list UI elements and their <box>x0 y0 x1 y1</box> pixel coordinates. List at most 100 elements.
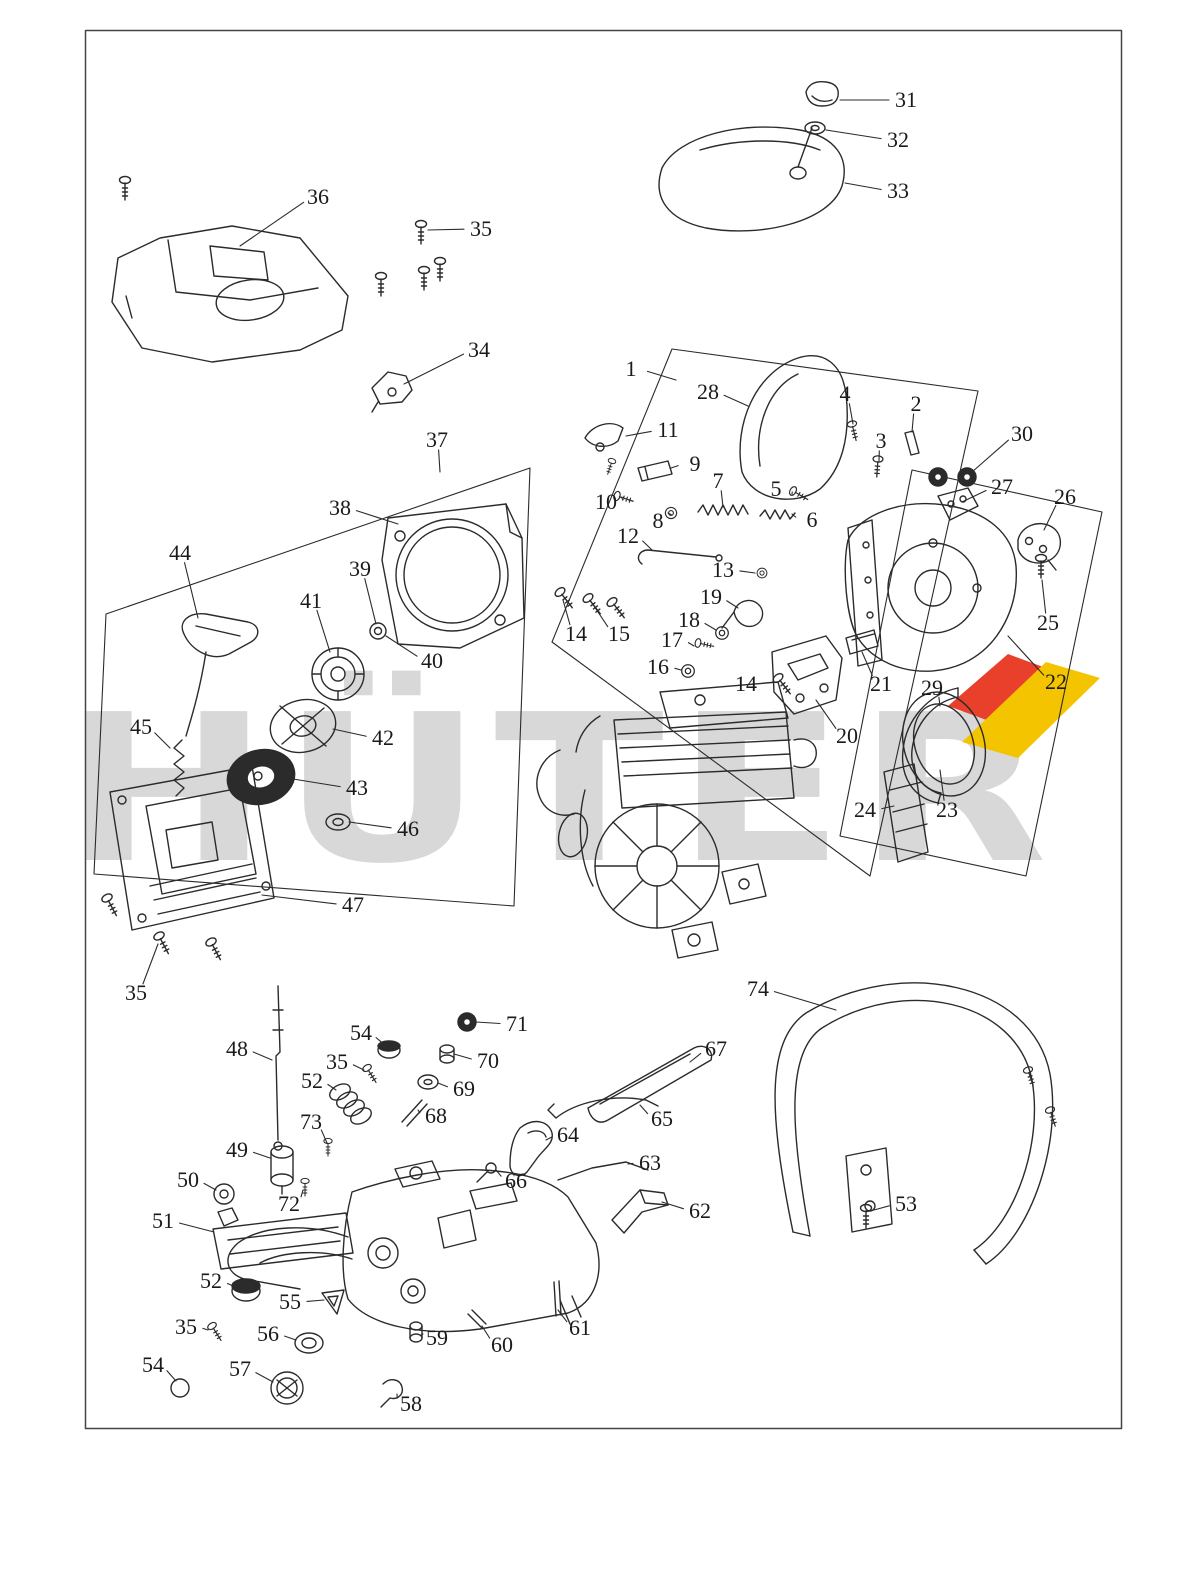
part-callout-66: 66 <box>505 1168 527 1193</box>
part-callout-36: 36 <box>307 184 329 209</box>
part-callout-21: 21 <box>870 671 892 696</box>
part-callout-28: 28 <box>697 379 719 404</box>
pin-2 <box>904 430 920 456</box>
part-callout-60: 60 <box>491 1332 513 1357</box>
part-callout-61: 61 <box>569 1315 591 1340</box>
part-callout-58: 58 <box>400 1391 422 1416</box>
part-callout-39: 39 <box>349 556 371 581</box>
part-callout-71: 71 <box>506 1011 528 1036</box>
part-callout-40: 40 <box>421 648 443 673</box>
part-callout-38: 38 <box>329 495 351 520</box>
part-callout-11: 11 <box>657 417 679 442</box>
hand-guard-28 <box>739 355 848 500</box>
starter-cover-47 <box>109 765 275 931</box>
pin-9 <box>637 460 673 482</box>
part-callout-35: 35 <box>175 1314 197 1339</box>
starter-spring-45 <box>173 739 185 797</box>
washer-69 <box>417 1074 439 1090</box>
part-callout-46: 46 <box>397 816 419 841</box>
bushing-59 <box>409 1321 423 1343</box>
part-callout-57: 57 <box>229 1356 251 1381</box>
part-callout-74: 74 <box>747 976 769 1001</box>
group-box-2 <box>839 469 1103 877</box>
diagram-frame <box>84 29 1123 1430</box>
part-callout-50: 50 <box>177 1167 199 1192</box>
part-callout-49: 49 <box>226 1137 248 1162</box>
part-callout-73: 73 <box>300 1109 322 1134</box>
wire-65 <box>547 1097 659 1119</box>
part-callout-67: 67 <box>705 1036 727 1061</box>
part-callout-7: 7 <box>712 468 724 493</box>
spring-cup-42 <box>269 698 337 754</box>
part-callout-44: 44 <box>169 540 191 565</box>
bracket-34-drawing <box>371 371 413 413</box>
part-callout-48: 48 <box>226 1036 248 1061</box>
part-callout-41: 41 <box>300 588 322 613</box>
clutch-cover-22 <box>844 503 1017 672</box>
part-callout-9: 9 <box>689 451 701 476</box>
part-callout-23: 23 <box>936 797 958 822</box>
part-callout-33: 33 <box>887 178 909 203</box>
part-callout-69: 69 <box>453 1076 475 1101</box>
front-handle-74 <box>774 982 1054 1265</box>
leader-lines <box>142 99 1057 1399</box>
primer-49 <box>270 1145 294 1195</box>
pin-60 <box>467 1309 487 1329</box>
part-callout-25: 25 <box>1037 610 1059 635</box>
part-callout-19: 19 <box>700 584 722 609</box>
part-callout-56: 56 <box>257 1321 279 1346</box>
clip-55 <box>321 1289 345 1315</box>
part-callout-35: 35 <box>326 1049 348 1074</box>
clip-58 <box>380 1379 404 1408</box>
part-callout-45: 45 <box>130 714 152 739</box>
cover-67 <box>587 1045 713 1123</box>
part-callout-8: 8 <box>652 508 664 533</box>
cover-plate-23 <box>901 691 987 797</box>
pin-61 <box>553 1280 562 1317</box>
bottom-plate-51 <box>212 1207 354 1270</box>
part-callout-64: 64 <box>557 1122 579 1147</box>
engine-assembly-drawing <box>536 681 817 959</box>
part-callout-35: 35 <box>470 216 492 241</box>
part-callout-52: 52 <box>200 1268 222 1293</box>
part-callout-32: 32 <box>887 127 909 152</box>
washers-30 <box>928 467 977 487</box>
part-callout-34: 34 <box>468 337 490 362</box>
lever-19 <box>721 599 764 629</box>
grommet-56 <box>294 1332 324 1354</box>
part-callout-16: 16 <box>647 654 669 679</box>
part-callout-54: 54 <box>350 1020 372 1045</box>
part-callout-3: 3 <box>875 428 887 453</box>
guide-plate-24 <box>883 763 929 863</box>
starter-handle-44 <box>181 613 259 737</box>
plate-20 <box>771 635 843 715</box>
part-callout-31: 31 <box>895 87 917 112</box>
part-callout-13: 13 <box>712 557 734 582</box>
part-callout-72: 72 <box>278 1191 300 1216</box>
part-callout-65: 65 <box>651 1106 673 1131</box>
part-callout-62: 62 <box>689 1198 711 1223</box>
part-callout-26: 26 <box>1054 484 1076 509</box>
bracket-26 <box>1017 522 1062 571</box>
part-callout-37: 37 <box>426 427 448 452</box>
group-box-37 <box>93 467 531 907</box>
part-callout-63: 63 <box>639 1150 661 1175</box>
grommet-50 <box>213 1183 235 1205</box>
part-callout-6: 6 <box>806 507 818 532</box>
part-callout-14: 14 <box>565 621 587 646</box>
part-callout-68: 68 <box>425 1103 447 1128</box>
part-callout-30: 30 <box>1011 421 1033 446</box>
part-callout-15: 15 <box>608 621 630 646</box>
part-callout-1: 1 <box>625 356 637 381</box>
spring-6 <box>759 509 796 520</box>
part-callout-54: 54 <box>142 1352 164 1377</box>
part-callout-43: 43 <box>346 775 368 800</box>
part-callout-35: 35 <box>125 980 147 1005</box>
part-callout-29: 29 <box>921 675 943 700</box>
part-callout-52: 52 <box>301 1068 323 1093</box>
lever-62 <box>611 1189 669 1234</box>
part-callout-10: 10 <box>595 489 617 514</box>
part-callout-47: 47 <box>342 892 364 917</box>
friction-ring-43 <box>226 748 296 806</box>
